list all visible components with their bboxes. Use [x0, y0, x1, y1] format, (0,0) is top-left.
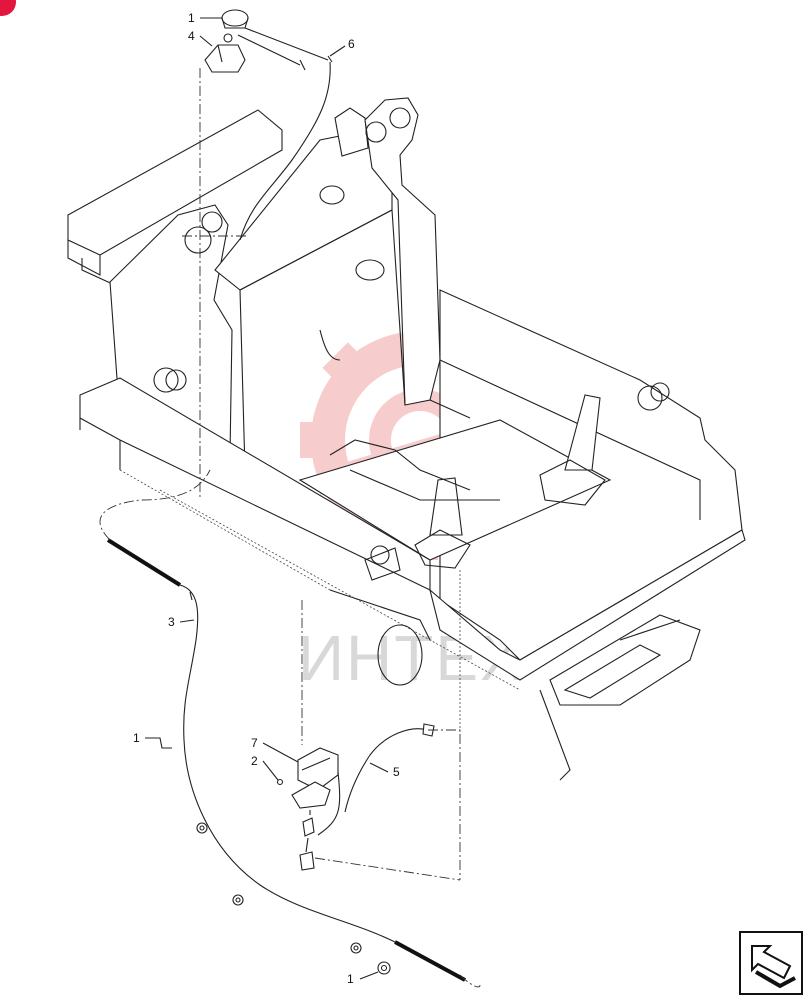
throttle-knob-assembly: [204, 9, 333, 73]
cable-clip: [196, 822, 391, 975]
corner-badge-icon: [0, 0, 16, 16]
wiring-harness: [317, 728, 429, 836]
back-arrow-icon: [751, 945, 796, 989]
callout-4: 4: [188, 29, 195, 43]
back-navigation-button[interactable]: [739, 931, 803, 995]
throttle-cable: [239, 61, 331, 241]
callout-1-mid: 1: [133, 731, 140, 745]
long-cable: [106, 538, 466, 982]
switch-module: [276, 747, 339, 871]
callout-7: 7: [251, 736, 258, 750]
callout-3: 3: [168, 615, 175, 629]
callout-5: 5: [393, 765, 400, 779]
callout-6: 6: [348, 37, 355, 51]
chassis-frame: [67, 97, 746, 781]
callout-1-top: 1: [188, 11, 195, 25]
callout-2: 2: [251, 754, 258, 768]
callout-1-bottom: 1: [347, 972, 354, 986]
callout-labels: 1 4 6 3 1 7 2 5 1: [133, 11, 400, 986]
